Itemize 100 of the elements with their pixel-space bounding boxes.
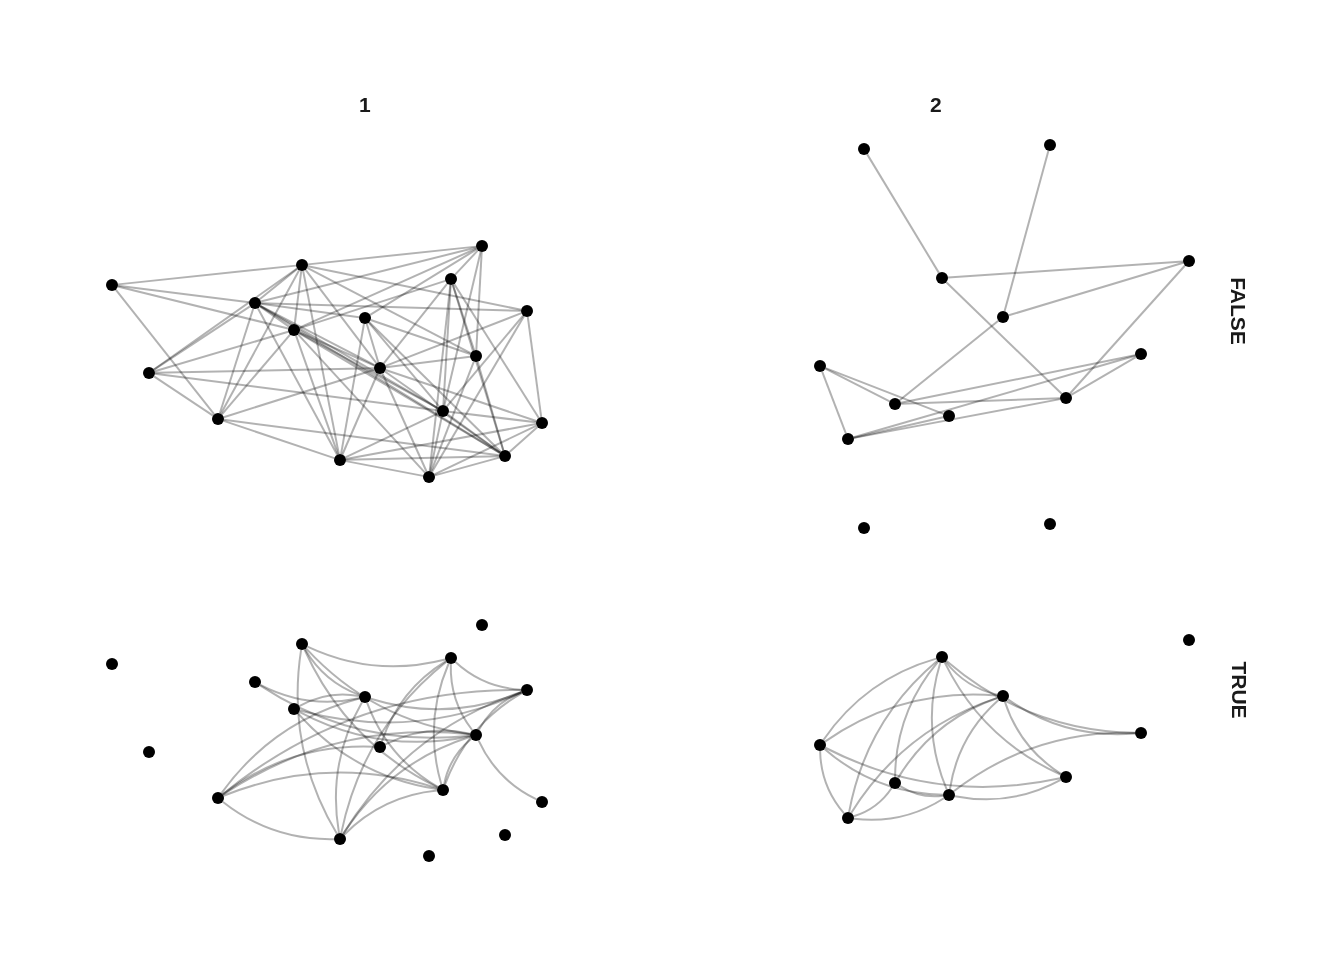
network-edge bbox=[221, 745, 375, 796]
network-node bbox=[445, 652, 457, 664]
network-node bbox=[334, 454, 346, 466]
network-edge bbox=[850, 696, 999, 814]
network-edge bbox=[952, 731, 1136, 793]
network-node bbox=[842, 433, 854, 445]
network-edge bbox=[1006, 698, 1136, 736]
network-edge bbox=[222, 419, 336, 460]
network-edge bbox=[945, 281, 1063, 395]
network-edge bbox=[454, 249, 479, 276]
network-edge bbox=[852, 797, 945, 821]
network-node bbox=[437, 784, 449, 796]
network-node bbox=[476, 240, 488, 252]
network-edge bbox=[848, 659, 939, 814]
network-edge bbox=[445, 314, 525, 408]
network-edge bbox=[1069, 264, 1186, 395]
network-node bbox=[1044, 139, 1056, 151]
network-edge bbox=[306, 245, 478, 266]
network-edge bbox=[344, 460, 425, 477]
network-node bbox=[889, 777, 901, 789]
network-node bbox=[423, 850, 435, 862]
network-edge bbox=[298, 279, 447, 330]
network-node bbox=[1183, 255, 1195, 267]
network-node bbox=[521, 305, 533, 317]
network-edge bbox=[344, 423, 538, 460]
network-edge bbox=[116, 264, 298, 286]
facet-label: 2 bbox=[930, 93, 942, 117]
network-edge bbox=[306, 266, 472, 355]
network-edge bbox=[384, 312, 523, 367]
network-edge bbox=[433, 424, 538, 476]
network-edge bbox=[947, 260, 1184, 279]
network-node bbox=[470, 729, 482, 741]
network-edge bbox=[259, 246, 478, 303]
network-edge bbox=[475, 251, 483, 351]
network-node bbox=[814, 360, 826, 372]
facet-label: 1 bbox=[359, 93, 371, 117]
network-node bbox=[334, 833, 346, 845]
network-edge bbox=[369, 318, 472, 356]
facet-label: FALSE bbox=[1225, 277, 1250, 345]
facet-label: TRUE bbox=[1226, 661, 1251, 719]
network-edge bbox=[526, 315, 543, 419]
network-edge bbox=[302, 269, 340, 456]
network-edge bbox=[344, 412, 439, 459]
network-edge bbox=[343, 789, 439, 836]
network-node bbox=[536, 796, 548, 808]
network-node bbox=[437, 405, 449, 417]
network-node bbox=[296, 259, 308, 271]
network-node bbox=[374, 362, 386, 374]
network-edge bbox=[222, 418, 501, 457]
network-edge bbox=[304, 268, 378, 365]
network-edge bbox=[114, 288, 216, 416]
network-node bbox=[249, 676, 261, 688]
network-edge bbox=[220, 333, 292, 416]
network-node bbox=[1135, 348, 1147, 360]
network-node bbox=[249, 297, 261, 309]
network-edge bbox=[430, 360, 475, 473]
network-edge bbox=[380, 660, 447, 743]
network-edge bbox=[295, 334, 339, 456]
network-edge bbox=[369, 248, 478, 316]
network-edge bbox=[433, 456, 501, 477]
network-node bbox=[1060, 771, 1072, 783]
network-node bbox=[1044, 518, 1056, 530]
network-edge bbox=[153, 330, 290, 373]
network-edge bbox=[477, 739, 538, 801]
network-node bbox=[936, 651, 948, 663]
network-edge bbox=[384, 368, 538, 423]
network-node bbox=[842, 812, 854, 824]
network-edge bbox=[220, 697, 361, 795]
network-edge bbox=[822, 657, 938, 742]
network-edge bbox=[334, 701, 363, 835]
network-node bbox=[1135, 727, 1147, 739]
network-edge bbox=[256, 307, 339, 456]
network-edge bbox=[345, 455, 500, 461]
network-node bbox=[1060, 392, 1072, 404]
network-node bbox=[359, 312, 371, 324]
network-edge bbox=[852, 398, 1062, 439]
network-edge bbox=[1003, 700, 1062, 775]
network-edge bbox=[341, 372, 379, 456]
network-edge bbox=[221, 800, 335, 841]
network-node bbox=[359, 691, 371, 703]
network-edge bbox=[259, 683, 361, 703]
network-node bbox=[858, 522, 870, 534]
network-edge bbox=[297, 333, 426, 474]
network-edge bbox=[298, 331, 376, 367]
network-edge bbox=[431, 315, 525, 473]
network-edge bbox=[368, 321, 502, 453]
network-edge bbox=[298, 710, 472, 743]
network-node bbox=[936, 272, 948, 284]
network-edge bbox=[508, 426, 539, 453]
network-edge bbox=[1007, 261, 1185, 317]
network-edge bbox=[824, 746, 1062, 788]
network-edge bbox=[1003, 149, 1050, 313]
network-node bbox=[997, 311, 1009, 323]
network-edge bbox=[298, 332, 501, 454]
network-node bbox=[943, 789, 955, 801]
network-node bbox=[470, 350, 482, 362]
network-edge bbox=[824, 367, 945, 415]
network-edge bbox=[453, 283, 540, 419]
network-edge bbox=[948, 699, 1000, 791]
network-edge bbox=[218, 307, 255, 415]
